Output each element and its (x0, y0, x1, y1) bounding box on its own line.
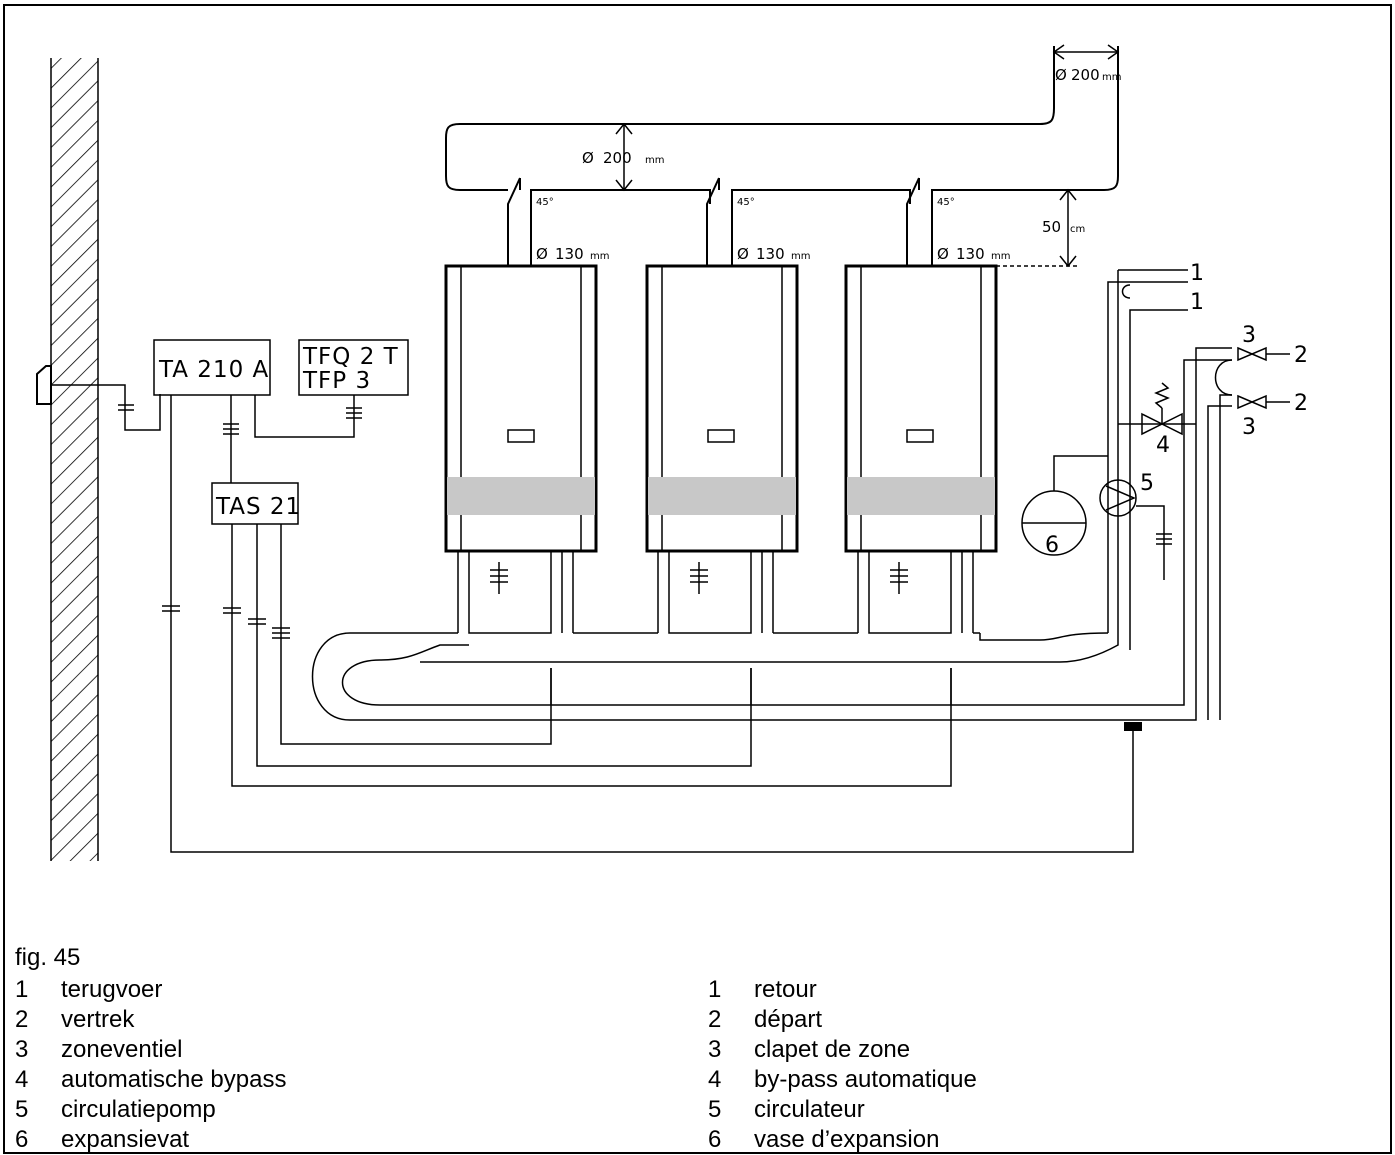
legend-item: 3 clapet de zone (708, 1035, 977, 1065)
flue-dimensions: Ø 200 mm Ø 200 mm 50 cm 45° 45° 45° Ø 13… (536, 44, 1121, 268)
legend-label: vase d’expansion (754, 1126, 940, 1153)
control-wiring (162, 395, 1142, 853)
boiler-flue-1-symbol: Ø (536, 245, 548, 263)
legend-number: 2 (15, 1006, 29, 1033)
wall (50, 58, 99, 861)
legend-number: 3 (15, 1036, 29, 1063)
top-flue-unit: mm (1102, 72, 1121, 83)
legend-number: 5 (708, 1096, 722, 1123)
boiler-flue-3-symbol: Ø (937, 245, 949, 263)
marker-flow-1: 2 (1294, 343, 1308, 368)
boiler-flue-2-value: 130 (756, 245, 785, 263)
legend-label: zoneventiel (61, 1036, 183, 1063)
flue-system (445, 46, 1119, 266)
boiler-flue-3-unit: mm (991, 251, 1010, 262)
legend-number: 6 (15, 1126, 29, 1153)
legend-item: 2 vertrek (15, 1005, 286, 1035)
legend-item: 4 by-pass automatique (708, 1065, 977, 1095)
figure-frame (3, 4, 1392, 1154)
legend-label: retour (754, 976, 817, 1003)
hydraulic-collector (311, 269, 1233, 721)
legend-number: 4 (15, 1066, 29, 1093)
legend-label: circulateur (754, 1096, 865, 1123)
legend-number: 1 (15, 976, 29, 1003)
legend-dutch: 1 terugvoer 2 vertrek 3 zoneventiel 4 automa… (15, 975, 286, 1155)
legend-item: 1 terugvoer (15, 975, 286, 1005)
marker-labels: 1 1 2 2 3 3 4 5 6 (1045, 261, 1308, 558)
marker-zone-1: 3 (1242, 323, 1256, 348)
boiler-connections (457, 551, 974, 634)
boiler-flue-2-unit: mm (791, 251, 810, 262)
circulation-pump (1099, 479, 1172, 580)
ta-label: TA 210 A (158, 357, 269, 383)
legend-number: 1 (708, 976, 722, 1003)
legend-item: 5 circulateur (708, 1095, 977, 1125)
zone-valve-upper (1237, 346, 1290, 362)
angle-3: 45° (937, 197, 955, 208)
height-value: 50 (1042, 218, 1061, 236)
bypass-valve (1118, 382, 1196, 436)
tfq-tfp-box: TFQ 2 T TFP 3 (298, 339, 409, 396)
boiler-flue-1-value: 130 (555, 245, 584, 263)
expansion-vessel (1021, 455, 1108, 556)
legend-french: 1 retour 2 départ 3 clapet de zone 4 by-pass… (708, 975, 977, 1155)
marker-return-1: 1 (1190, 261, 1204, 286)
top-flue-symbol: Ø (1055, 66, 1067, 84)
legend-label: vertrek (61, 1006, 135, 1033)
tfq-label: TFQ 2 T (302, 344, 399, 370)
outdoor-sensor (36, 365, 161, 431)
tas-label: TAS 21 (215, 494, 301, 520)
legend-number: 3 (708, 1036, 722, 1063)
height-unit: cm (1070, 224, 1085, 235)
tfp-label: TFP 3 (302, 368, 371, 394)
installation-diagram: TA 210 A TFQ 2 T TFP 3 TAS 21 (36, 44, 1308, 861)
legend-item: 1 retour (708, 975, 977, 1005)
legend-label: circulatiepomp (61, 1096, 216, 1123)
legend-number: 5 (15, 1096, 29, 1123)
marker-vessel: 6 (1045, 533, 1059, 558)
legend-item: 6 vase d’expansion (708, 1125, 977, 1155)
boiler-1 (444, 264, 598, 553)
figure-caption: fig. 45 (15, 944, 81, 971)
legend-number: 4 (708, 1066, 722, 1093)
legend-item: 6 expansievat (15, 1125, 286, 1155)
ta-control-box: TA 210 A (153, 339, 271, 396)
tas-box: TAS 21 (211, 482, 301, 525)
legend-label: automatische bypass (61, 1066, 287, 1093)
boiler-flue-2-symbol: Ø (737, 245, 749, 263)
marker-zone-2: 3 (1242, 415, 1256, 440)
legend-label: terugvoer (61, 976, 163, 1003)
legend-label: clapet de zone (754, 1036, 911, 1063)
marker-bypass: 4 (1156, 433, 1170, 458)
angle-1: 45° (536, 197, 554, 208)
legend-item: 2 départ (708, 1005, 977, 1035)
legend-label: by-pass automatique (754, 1066, 977, 1093)
main-flue-symbol: Ø (582, 149, 594, 167)
marker-flow-2: 2 (1294, 391, 1308, 416)
boiler-flue-3-value: 130 (956, 245, 985, 263)
angle-2: 45° (737, 197, 755, 208)
zone-valve-lower (1237, 394, 1290, 410)
legend-item: 4 automatische bypass (15, 1065, 286, 1095)
legend-number: 6 (708, 1126, 722, 1153)
marker-pump: 5 (1140, 471, 1154, 496)
top-flue-value: 200 (1071, 66, 1100, 84)
boiler-3 (844, 264, 998, 553)
legend-label: expansievat (61, 1126, 190, 1153)
legend-label: départ (754, 1006, 823, 1033)
legend-item: 3 zoneventiel (15, 1035, 286, 1065)
main-flue-unit: mm (645, 155, 664, 166)
boiler-flue-1-unit: mm (590, 251, 609, 262)
legend-item: 5 circulatiepomp (15, 1095, 286, 1125)
marker-return-2: 1 (1190, 290, 1204, 315)
legend-number: 2 (708, 1006, 722, 1033)
main-flue-value: 200 (603, 149, 632, 167)
boiler-2 (645, 264, 799, 553)
